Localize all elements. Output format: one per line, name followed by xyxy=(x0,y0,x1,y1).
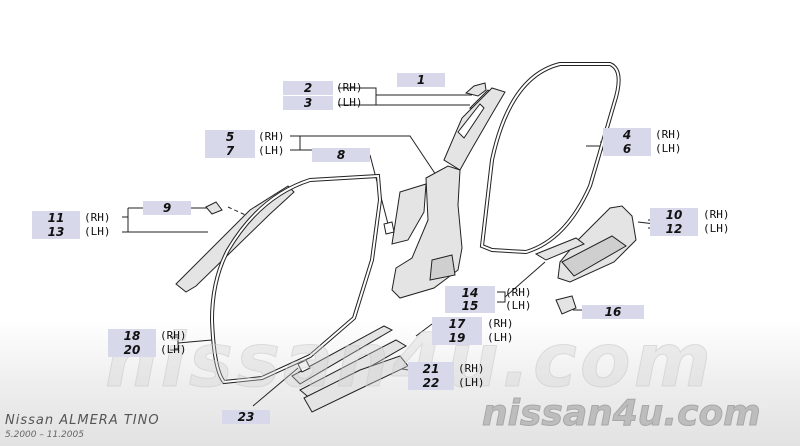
front-kicking-plate xyxy=(291,325,409,413)
side-rh-4: (RH) xyxy=(655,128,682,141)
callout-5[interactable]: 5 xyxy=(205,130,255,144)
side-rh-5: (RH) xyxy=(258,130,285,143)
callout-6[interactable]: 6 xyxy=(603,142,651,156)
rear-door-weatherstrip xyxy=(479,62,621,255)
vehicle-model: Nissan ALMERA TINO xyxy=(5,413,160,428)
front-door-weatherstrip xyxy=(209,173,383,385)
center-watermark: nissan4u.com xyxy=(105,318,714,405)
center-pillar-lower xyxy=(383,165,463,299)
brand-watermark: nissan4u.com xyxy=(482,393,762,435)
side-lh-6: (LH) xyxy=(655,142,682,155)
callout-20[interactable]: 20 xyxy=(108,343,156,357)
callout-17[interactable]: 17 xyxy=(432,317,482,331)
side-lh-15: (LH) xyxy=(505,299,532,312)
callout-18[interactable]: 18 xyxy=(108,329,156,343)
callout-10[interactable]: 10 xyxy=(650,208,698,222)
callout-4[interactable]: 4 xyxy=(603,128,651,142)
callout-13[interactable]: 13 xyxy=(32,225,80,239)
callout-21[interactable]: 21 xyxy=(408,362,454,376)
side-rh-11: (RH) xyxy=(84,211,111,224)
side-lh-7: (LH) xyxy=(258,144,285,157)
side-rh-14: (RH) xyxy=(505,286,532,299)
side-rh-18: (RH) xyxy=(160,329,187,342)
upper-pillar-garnish xyxy=(443,82,506,171)
callout-12[interactable]: 12 xyxy=(650,222,698,236)
side-lh-13: (LH) xyxy=(84,225,111,238)
callout-8[interactable]: 8 xyxy=(312,148,370,162)
side-rh-17: (RH) xyxy=(487,317,514,330)
callout-2[interactable]: 2 xyxy=(283,81,333,95)
side-lh-22: (LH) xyxy=(458,376,485,389)
callout-19[interactable]: 19 xyxy=(432,331,482,345)
side-lh-12: (LH) xyxy=(703,222,730,235)
side-rh-2: (RH) xyxy=(336,81,363,94)
callout-14[interactable]: 14 xyxy=(445,286,495,300)
callout-1[interactable]: 1 xyxy=(397,73,445,87)
callout-3[interactable]: 3 xyxy=(283,96,333,110)
callout-23[interactable]: 23 xyxy=(222,410,270,424)
side-lh-3: (LH) xyxy=(336,96,363,109)
callout-9[interactable]: 9 xyxy=(143,201,191,215)
side-lh-20: (LH) xyxy=(160,343,187,356)
rear-kicking-plate xyxy=(534,205,637,315)
side-rh-21: (RH) xyxy=(458,362,485,375)
side-rh-10: (RH) xyxy=(703,208,730,221)
callout-11[interactable]: 11 xyxy=(32,211,80,225)
callout-22[interactable]: 22 xyxy=(408,376,454,390)
side-lh-19: (LH) xyxy=(487,331,514,344)
callout-16[interactable]: 16 xyxy=(582,305,644,319)
callout-7[interactable]: 7 xyxy=(205,144,255,158)
production-years: 5.2000 – 11.2005 xyxy=(5,430,84,440)
callout-15[interactable]: 15 xyxy=(445,299,495,313)
